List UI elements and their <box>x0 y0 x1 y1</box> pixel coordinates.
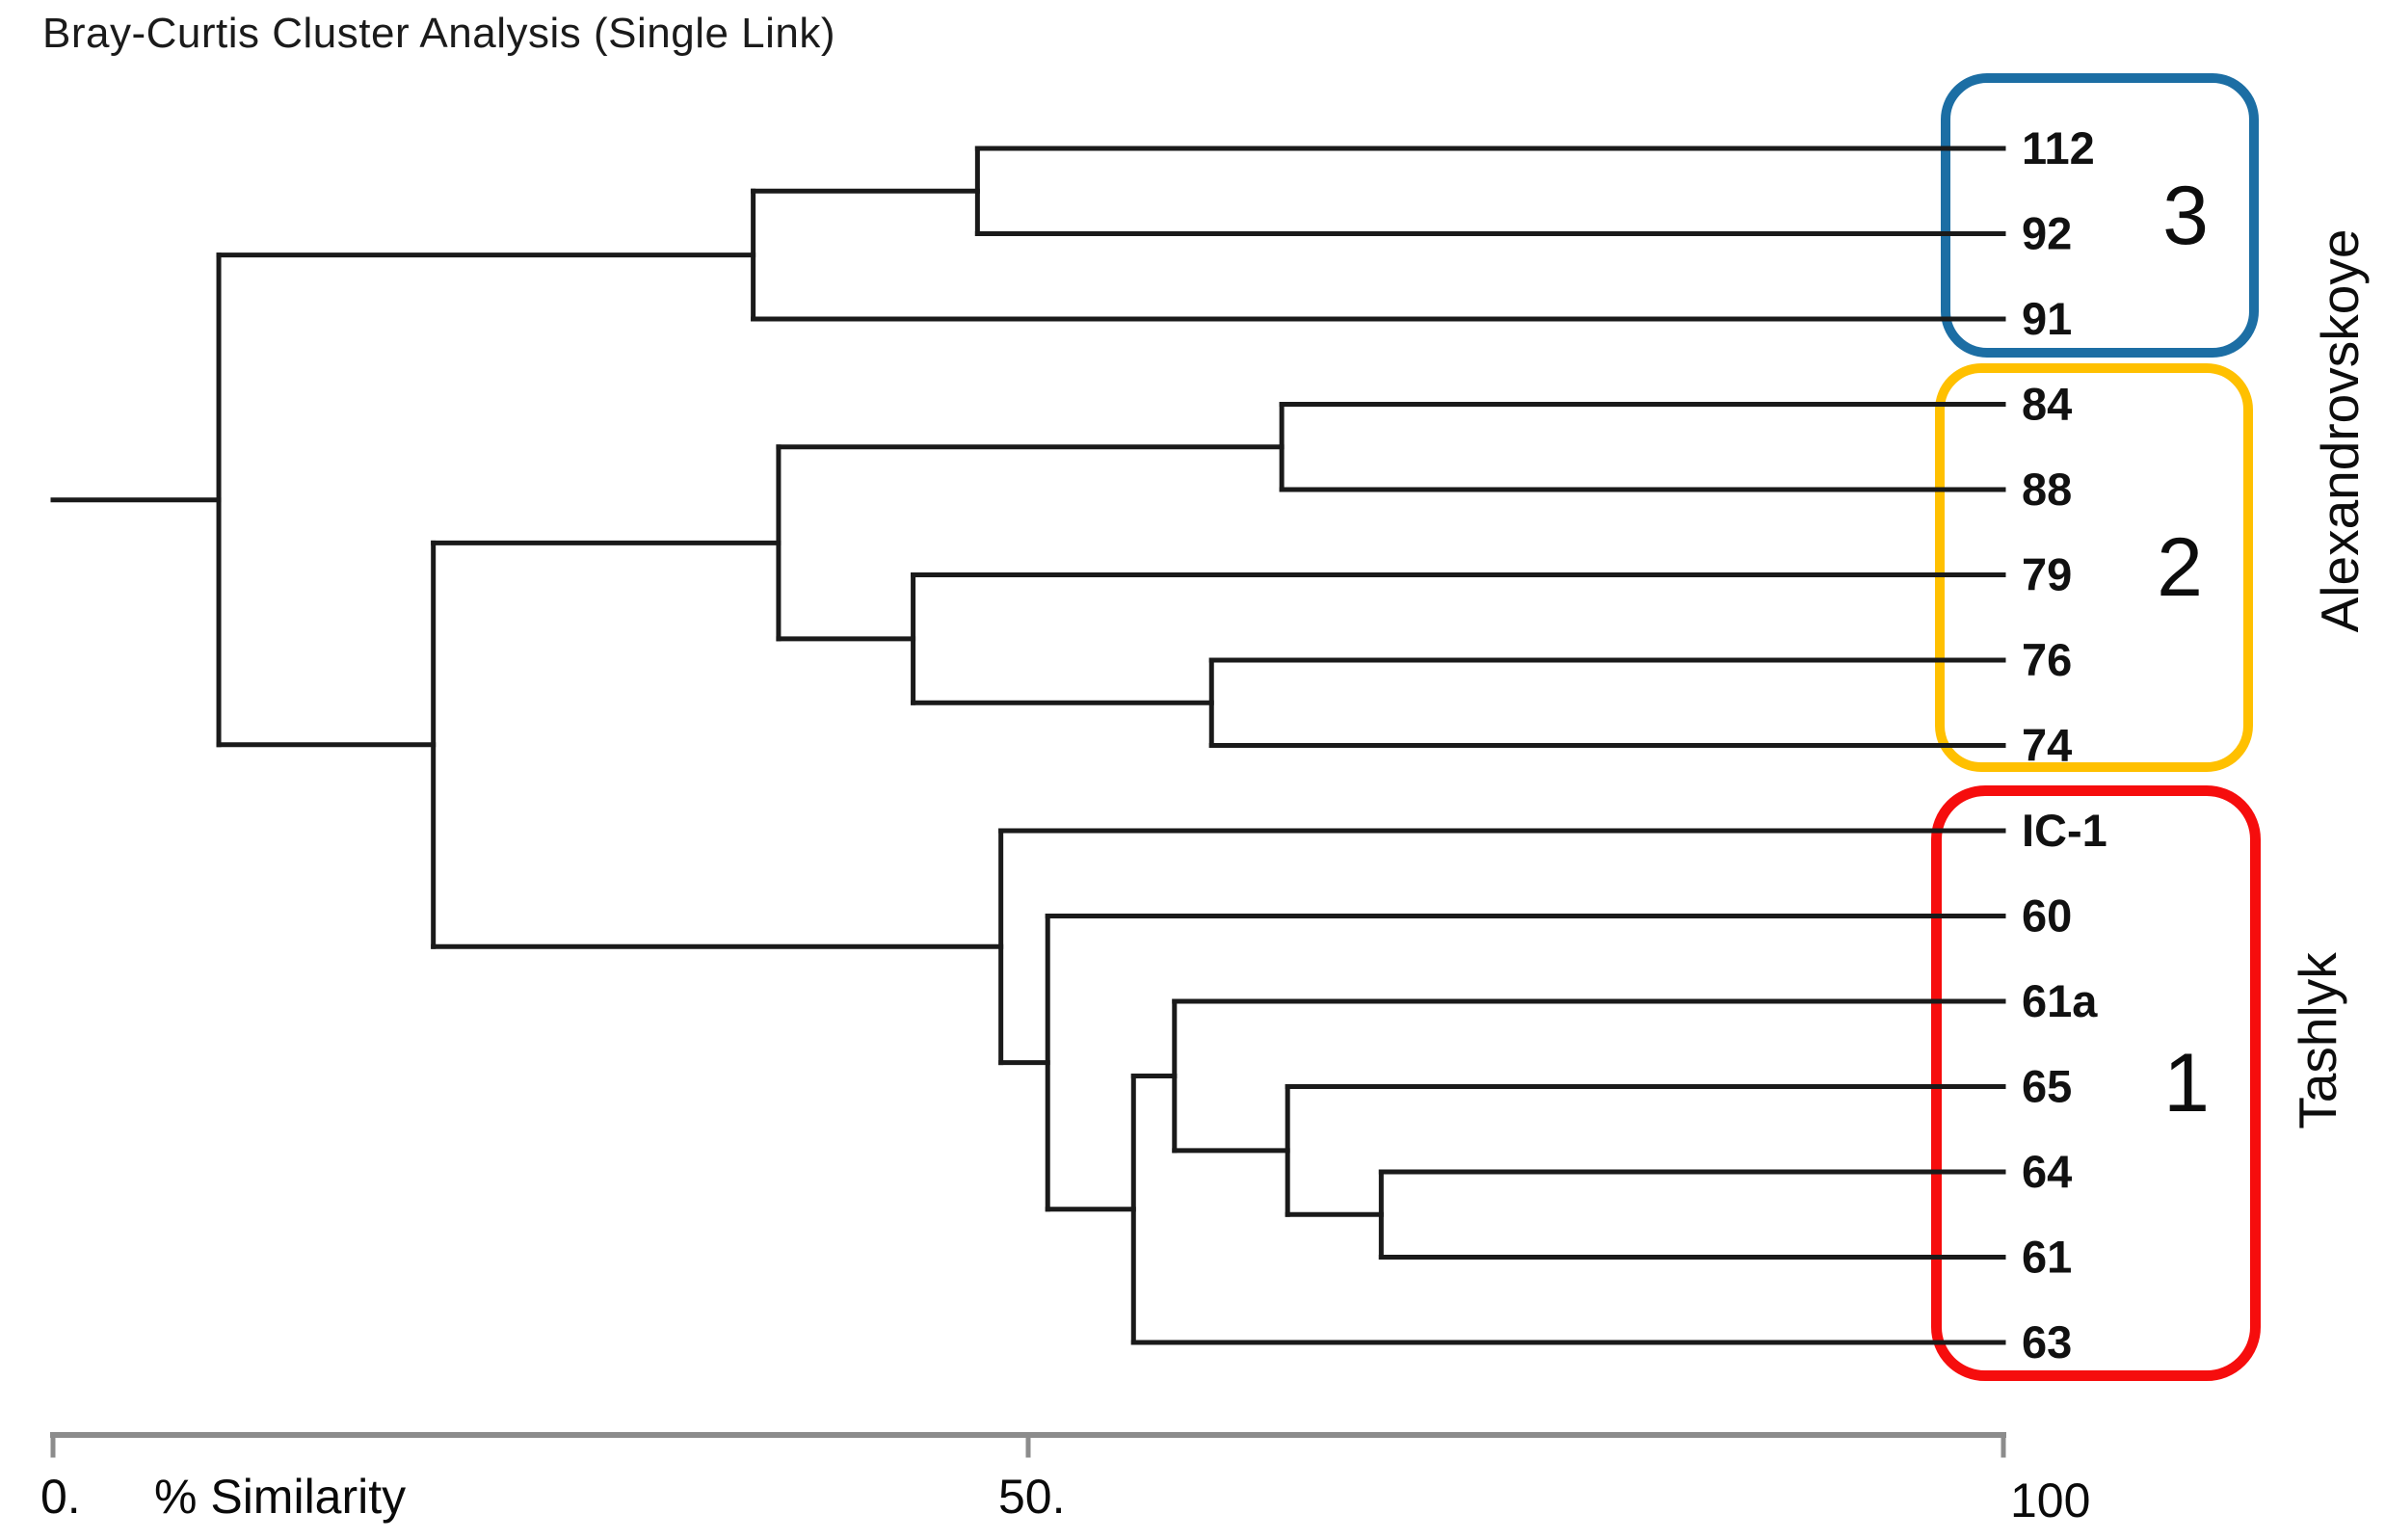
leaf-label: 112 <box>2022 122 2095 173</box>
leaf-label: 92 <box>2022 208 2072 259</box>
leaf-label: 60 <box>2022 890 2072 942</box>
x-axis-title: % Similarity <box>154 1470 407 1524</box>
leaf-label: 63 <box>2022 1316 2072 1367</box>
leaf-label: 79 <box>2022 549 2072 600</box>
leaf-label: 84 <box>2022 379 2072 430</box>
cluster-number-2: 2 <box>2157 521 2203 614</box>
leaf-label: IC-1 <box>2022 805 2107 856</box>
leaf-label: 91 <box>2022 293 2072 344</box>
cluster-box-3: 3 <box>1941 73 2259 358</box>
region-label-alexandrovskoye: Alexandrovskoye <box>2310 228 2370 633</box>
cluster-number-1: 1 <box>2163 1037 2210 1129</box>
cluster-number-3: 3 <box>2162 169 2209 262</box>
leaf-label: 88 <box>2022 464 2072 515</box>
x-axis-tick-label-100: 100 <box>2010 1474 2091 1527</box>
leaf-label: 64 <box>2022 1146 2072 1197</box>
x-axis-tick-label-50: 50. <box>998 1470 1066 1524</box>
region-label-tashlyk: Tashlyk <box>2288 952 2347 1129</box>
leaf-label: 61a <box>2022 975 2098 1026</box>
leaf-label: 61 <box>2022 1232 2072 1283</box>
x-axis-tick-label-0: 0. <box>40 1470 81 1524</box>
cluster-box-2: 2 <box>1935 363 2253 772</box>
leaf-label: 74 <box>2022 720 2072 771</box>
cluster-box-1: 1 <box>1931 785 2261 1381</box>
leaf-label: 76 <box>2022 634 2072 685</box>
leaf-label: 65 <box>2022 1061 2072 1112</box>
chart-title: Bray-Curtis Cluster Analysis (Single Lin… <box>42 10 836 57</box>
